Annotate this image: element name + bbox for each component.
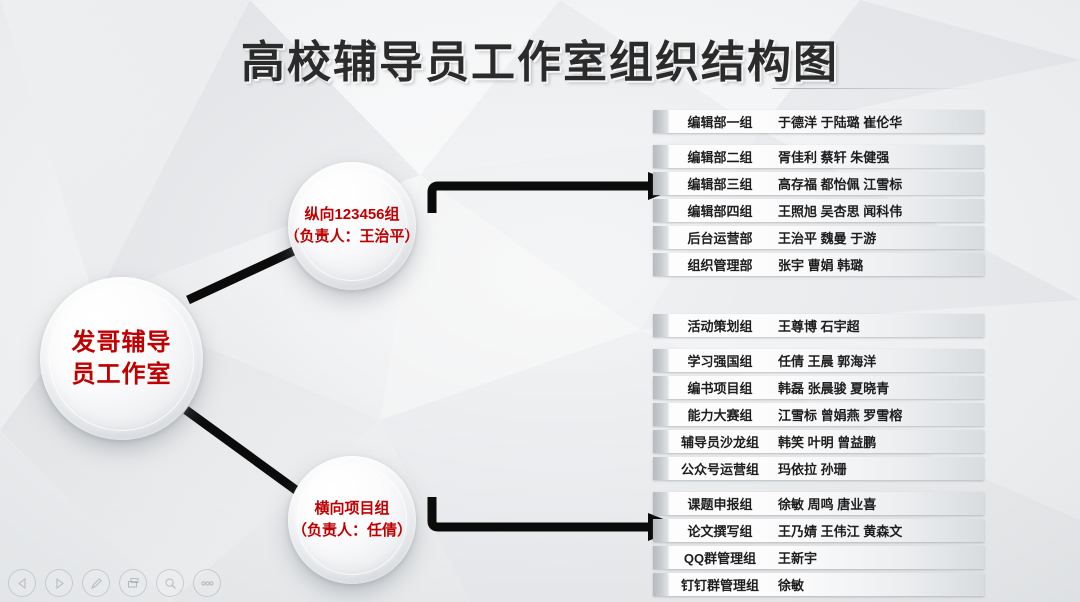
row-members: 胥佳利 蔡轩 朱健强: [778, 150, 890, 165]
row-group-name: 能力大赛组: [687, 408, 753, 423]
table-row[interactable]: 能力大赛组 江雪标 曾娟燕 罗雪榕: [653, 403, 984, 426]
node-horizontal-owner: （负责人：任倩）: [291, 522, 412, 539]
pen-icon[interactable]: [82, 569, 110, 597]
table-row[interactable]: 钉钉群管理组 徐敏: [653, 573, 984, 596]
row-group-name: 编辑部三组: [687, 177, 753, 192]
row-members: 王新宇: [778, 551, 818, 566]
row-group-name: 编辑部二组: [687, 150, 753, 165]
connector-horizontal-to-bottom-table: [427, 497, 652, 532]
table-row[interactable]: 公众号运营组 玛依拉 孙珊: [653, 457, 984, 480]
node-vertical-groups[interactable]: 纵向123456组 （负责人：王治平）: [285, 162, 420, 290]
node-root-line2: 员工作室: [71, 360, 172, 388]
print-icon[interactable]: [119, 569, 147, 597]
connector-root-to-horizontal: [183, 406, 303, 497]
row-group-name: 编辑部一组: [687, 115, 753, 130]
table-row[interactable]: 活动策划组 王尊博 石宇超: [653, 314, 984, 337]
row-members: 王乃婧 王伟江 黄森文: [778, 524, 903, 539]
table-horizontal-projects: 活动策划组 王尊博 石宇超学习强国组 任倩 王晨 郭海洋编书项目组 韩磊 张晨骏 夏晓…: [653, 314, 984, 600]
table-row[interactable]: 学习强国组 任倩 王晨 郭海洋: [653, 349, 984, 372]
page-title: 高校辅导员工作室组织结构图: [241, 38, 839, 87]
row-group-name: 编辑部四组: [687, 204, 753, 219]
row-group-name: 公众号运营组: [680, 462, 759, 477]
row-group-name: 课题申报组: [687, 497, 753, 512]
row-members: 张宇 曹娟 韩璐: [778, 258, 864, 273]
table-row[interactable]: 编辑部二组 胥佳利 蔡轩 朱健强: [653, 145, 984, 168]
row-members: 玛依拉 孙珊: [778, 462, 847, 477]
row-group-name: 论文撰写组: [687, 524, 753, 539]
row-members: 王照旭 吴杏思 闻科伟: [778, 204, 903, 219]
table-row[interactable]: 课题申报组 徐敏 周鸣 唐业喜: [653, 492, 984, 515]
row-members: 韩笑 叶明 曾益鹏: [778, 435, 877, 450]
table-row[interactable]: 后台运营部 王治平 魏曼 于游: [653, 226, 984, 249]
row-members: 韩磊 张晨骏 夏晓青: [778, 381, 890, 396]
table-row[interactable]: QQ群管理组 王新宇: [653, 546, 984, 569]
more-icon[interactable]: [193, 569, 221, 597]
row-group-name: 钉钉群管理组: [680, 578, 759, 593]
row-group-name: 学习强国组: [687, 354, 753, 369]
connector-vertical-to-top-table: [427, 181, 652, 213]
node-vertical-title: 纵向123456组: [304, 206, 400, 224]
row-group-name: QQ群管理组: [683, 551, 757, 566]
row-group-name: 辅导员沙龙组: [680, 435, 759, 450]
table-row[interactable]: 编辑部一组 于德洋 于陆璐 崔伦华: [653, 110, 984, 133]
row-members: 徐敏 周鸣 唐业喜: [778, 497, 877, 512]
row-group-name: 后台运营部: [687, 231, 753, 246]
row-members: 王治平 魏曼 于游: [778, 231, 877, 246]
row-group-name: 编书项目组: [687, 381, 753, 396]
node-vertical-owner: （负责人：王治平）: [284, 228, 420, 245]
row-members: 高存福 都怡佩 江雪标: [778, 177, 903, 192]
node-horizontal-title: 横向项目组: [314, 500, 390, 518]
table-row[interactable]: 组织管理部 张宇 曹娟 韩璐: [653, 253, 984, 276]
node-horizontal-projects[interactable]: 横向项目组 （负责人：任倩）: [288, 456, 416, 584]
search-icon[interactable]: [156, 569, 184, 597]
table-vertical-groups: 编辑部一组 于德洋 于陆璐 崔伦华编辑部二组 胥佳利 蔡轩 朱健强编辑部三组 高存福 …: [653, 110, 984, 280]
connector-root-to-vertical: [186, 243, 302, 305]
table-row[interactable]: 论文撰写组 王乃婧 王伟江 黄森文: [653, 519, 984, 542]
previous-icon[interactable]: [8, 569, 36, 597]
row-members: 王尊博 石宇超: [778, 319, 860, 334]
row-members: 于德洋 于陆璐 崔伦华: [778, 115, 903, 130]
node-root-line1: 发哥辅导: [71, 329, 172, 357]
title-underline: [772, 88, 982, 89]
row-members: 任倩 王晨 郭海洋: [778, 354, 877, 369]
table-row[interactable]: 辅导员沙龙组 韩笑 叶明 曾益鹏: [653, 430, 984, 453]
bottom-toolbar: [8, 568, 221, 598]
table-row[interactable]: 编书项目组 韩磊 张晨骏 夏晓青: [653, 376, 984, 399]
table-row[interactable]: 编辑部四组 王照旭 吴杏思 闻科伟: [653, 199, 984, 222]
row-group-name: 活动策划组: [687, 319, 753, 334]
row-group-name: 组织管理部: [687, 258, 753, 273]
row-members: 江雪标 曾娟燕 罗雪榕: [778, 408, 903, 423]
node-root[interactable]: 发哥辅导 员工作室: [40, 277, 203, 440]
row-members: 徐敏: [778, 578, 805, 593]
table-row[interactable]: 编辑部三组 高存福 都怡佩 江雪标: [653, 172, 984, 195]
next-icon[interactable]: [45, 569, 73, 597]
